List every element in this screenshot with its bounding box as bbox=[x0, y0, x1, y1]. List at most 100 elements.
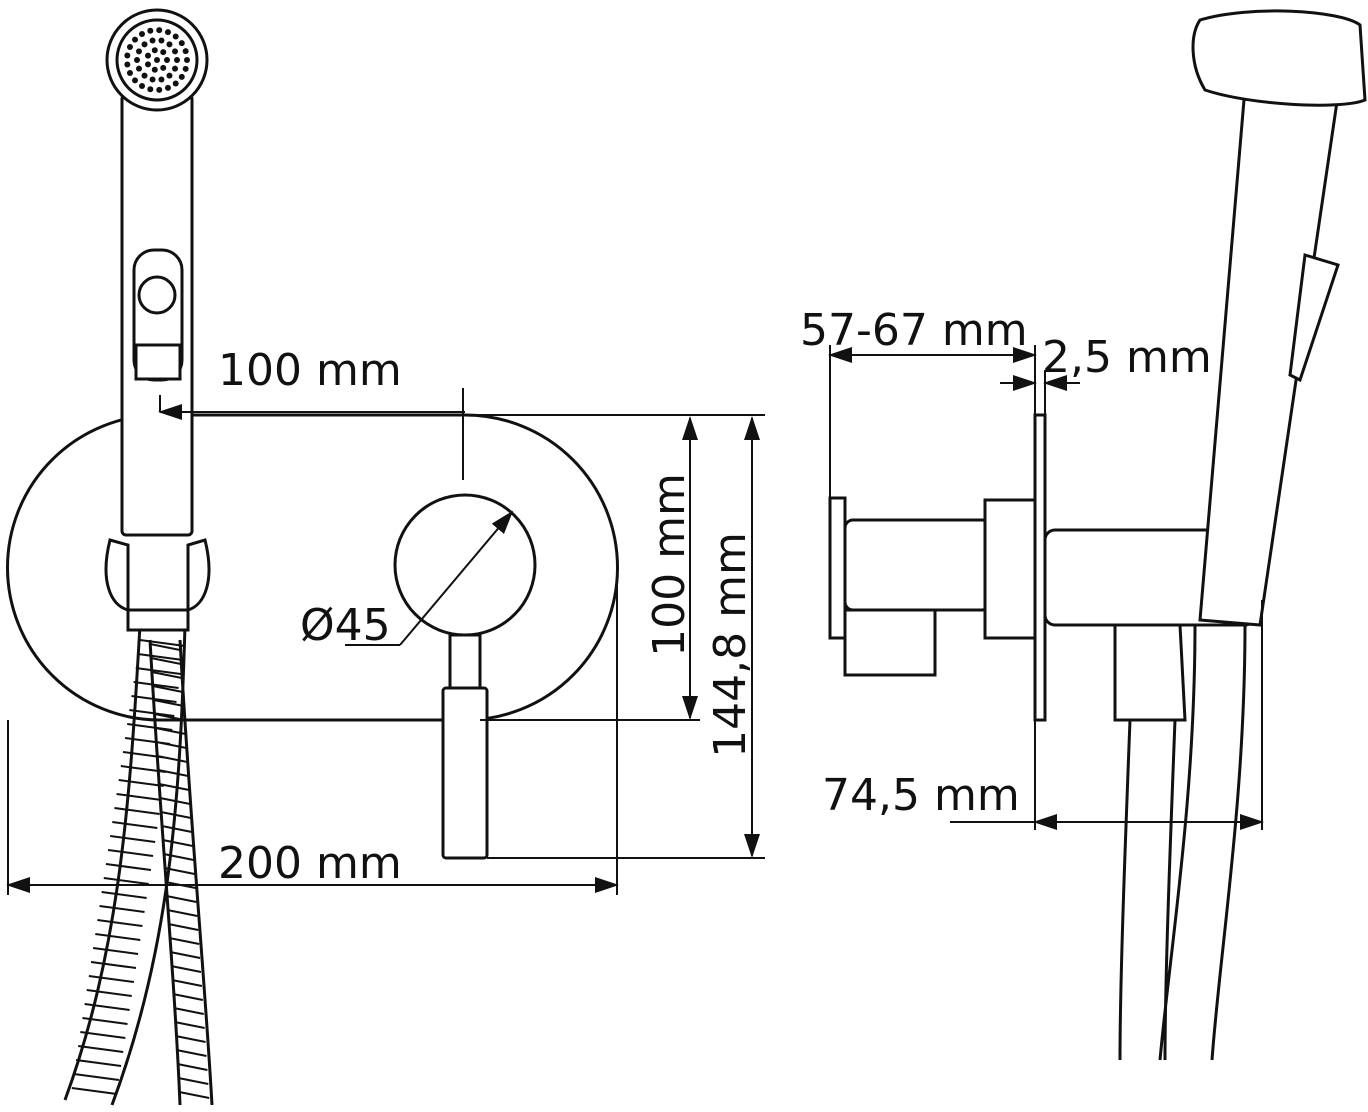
hose-coil bbox=[124, 737, 187, 749]
spray-hole bbox=[149, 76, 156, 83]
spray-hole bbox=[149, 37, 156, 44]
spray-hole bbox=[158, 76, 165, 83]
hose-coil bbox=[95, 933, 200, 945]
spray-hole bbox=[164, 29, 171, 36]
hose-connector bbox=[126, 608, 190, 632]
spray-hole bbox=[147, 27, 154, 34]
hose-coil bbox=[129, 709, 185, 721]
spray-hole bbox=[182, 65, 189, 72]
hose-coil bbox=[139, 639, 186, 651]
spray-hole bbox=[147, 86, 154, 93]
side-hose-connector bbox=[1113, 623, 1187, 722]
hose-coil bbox=[78, 1045, 207, 1057]
spray-hole bbox=[124, 61, 131, 68]
spray-hole bbox=[174, 57, 180, 63]
spray-hole bbox=[144, 52, 151, 59]
spray-hole bbox=[139, 31, 145, 38]
side-trigger bbox=[1288, 253, 1340, 383]
spray-hole bbox=[172, 80, 179, 87]
spray-hole bbox=[160, 49, 167, 56]
spray-hole bbox=[154, 57, 160, 63]
hose-coil bbox=[137, 653, 184, 665]
hose-coil bbox=[80, 1031, 206, 1043]
spray-hole bbox=[172, 65, 179, 72]
dim-projection: 74,5 mm bbox=[822, 770, 1020, 821]
spray-hole bbox=[151, 47, 158, 54]
spray-hole bbox=[156, 86, 163, 93]
dim-plate-width: 200 mm bbox=[218, 838, 402, 889]
spray-face bbox=[115, 18, 199, 102]
hose-coil bbox=[116, 793, 191, 805]
side-shower-handle bbox=[1198, 86, 1340, 627]
spray-hole bbox=[178, 73, 185, 80]
dim-wall-depth: 57-67 mm bbox=[800, 305, 1028, 356]
spray-hole bbox=[178, 40, 185, 47]
hose-coil bbox=[131, 695, 184, 707]
hose-coil bbox=[90, 961, 202, 973]
side-hose bbox=[1118, 624, 1247, 1061]
spray-hole bbox=[132, 77, 139, 84]
wall-plate bbox=[6, 413, 619, 722]
hose-coil bbox=[88, 975, 203, 987]
side-body-flange bbox=[828, 496, 847, 640]
spray-hole bbox=[166, 41, 173, 48]
hose-coils bbox=[71, 639, 210, 1099]
spray-hole bbox=[172, 48, 179, 55]
hose-coil bbox=[99, 905, 198, 917]
spray-hole bbox=[164, 57, 170, 63]
hose-coil bbox=[73, 1073, 209, 1085]
spray-hole bbox=[135, 65, 142, 72]
hose-coil bbox=[112, 821, 193, 833]
spray-hole bbox=[132, 36, 139, 43]
side-view bbox=[828, 9, 1367, 1061]
spray-hole bbox=[126, 43, 133, 50]
hose-coil bbox=[135, 667, 183, 679]
hose-coil bbox=[97, 919, 199, 931]
spray-hole bbox=[134, 57, 140, 63]
hose-coil bbox=[122, 751, 188, 763]
hose-coil bbox=[101, 891, 197, 903]
hose bbox=[63, 624, 214, 1106]
spray-hole bbox=[126, 70, 133, 77]
spray-hole bbox=[139, 82, 145, 89]
spray-hole bbox=[184, 57, 190, 63]
side-shower-head bbox=[1191, 9, 1367, 107]
mixer-handle-base bbox=[393, 493, 537, 637]
spray-hole bbox=[164, 84, 171, 91]
front-view bbox=[6, 8, 619, 1106]
side-dimensions: 57-67 mm 2,5 mm 74,5 mm bbox=[800, 305, 1264, 830]
spray-hole bbox=[151, 66, 158, 73]
hose-coil bbox=[86, 989, 204, 1001]
spray-hole bbox=[144, 61, 151, 68]
hose-coil bbox=[133, 681, 183, 693]
hose-coil bbox=[107, 849, 194, 861]
hose-coil bbox=[127, 723, 186, 735]
spray-hole bbox=[182, 48, 189, 55]
hose-coil bbox=[120, 765, 189, 777]
spray-holes bbox=[124, 27, 190, 93]
spray-hole bbox=[124, 52, 131, 59]
trigger-pivot bbox=[137, 275, 177, 315]
trigger-grip bbox=[134, 343, 182, 381]
side-outlet bbox=[843, 608, 937, 677]
hose-coil bbox=[71, 1087, 210, 1099]
spray-hole bbox=[141, 72, 148, 79]
spray-hole bbox=[160, 64, 167, 71]
front-dimensions: 100 mm 200 mm 100 mm 144,8 mm Ø45 bbox=[6, 345, 765, 895]
hose-coil bbox=[105, 863, 195, 875]
spray-hole bbox=[166, 72, 173, 79]
spray-hole bbox=[135, 48, 142, 55]
dim-handle-offset: 100 mm bbox=[218, 345, 402, 396]
spray-hole bbox=[158, 37, 165, 44]
lever-stem bbox=[448, 633, 482, 692]
dim-total-height: 144,8 mm bbox=[705, 532, 756, 758]
side-body bbox=[843, 518, 992, 612]
dim-plate-thickness: 2,5 mm bbox=[1042, 332, 1212, 383]
hose-coil bbox=[118, 779, 190, 791]
dim-plate-height: 100 mm bbox=[644, 473, 695, 657]
hose-coil bbox=[75, 1059, 208, 1071]
spray-hole bbox=[141, 41, 148, 48]
hose-coil bbox=[114, 807, 192, 819]
